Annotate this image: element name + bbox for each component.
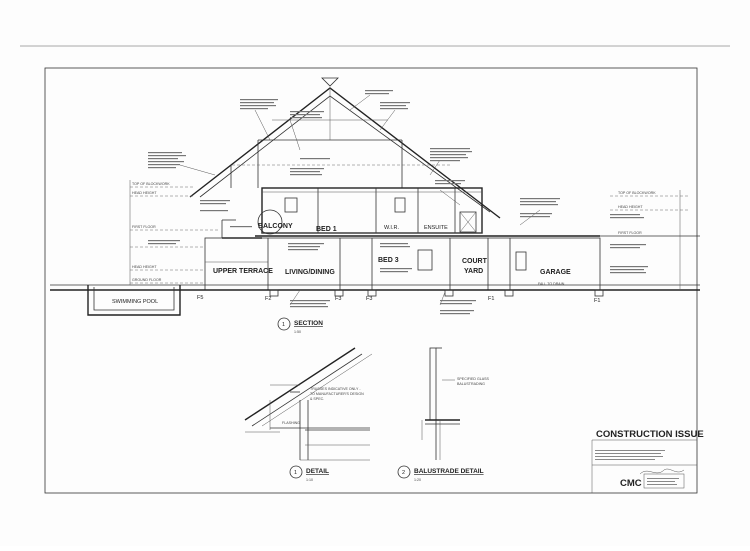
construction-issue-stamp: CONSTRUCTION ISSUE [596,429,704,440]
room-bed1: BED 1 [316,226,337,233]
balustrade-title: BALUSTRADE DETAIL [414,468,484,475]
detail-title: DETAIL [306,468,329,475]
level-ground-floor: GROUND FLOOR [132,278,162,282]
section-title: SECTION [294,320,323,327]
footing-tag-1: F5 [197,295,203,301]
footing-tag-2: F2 [265,296,271,302]
first-floor [255,187,600,237]
balustrade-note-2: BALUSTRADING [457,382,485,386]
room-wir: W.I.R. [384,225,399,231]
footing-tag-6: F1 [594,298,600,304]
level-garage-floor: FALL TO DRAIN [538,282,565,286]
eave-detail [244,347,373,461]
sheet-border [44,67,698,494]
balustrade-marker-number: 2 [402,470,405,476]
detail-flashing-note: FLASHING [282,421,300,425]
room-garage: GARAGE [540,269,571,276]
room-ensuite: ENSUITE [424,225,448,231]
room-court: COURT [462,258,488,265]
annotation-leaders [179,94,541,306]
footing-tag-4: F3 [366,296,372,302]
section-marker-number: 1 [282,322,285,328]
detail-marker [289,465,303,479]
balustrade-note-1: SPECIFIED GLASS [457,377,490,381]
level-head-height-ground: HEAD HEIGHT [132,265,157,269]
detail-note-3: & SPEC. [310,397,324,401]
room-yard: YARD [464,268,483,275]
note-blocks [148,90,665,460]
footing-tag-5: F1 [488,296,494,302]
footing-tag-3: F3 [335,296,341,302]
level-top-blockwork-left: TOP OF BLOCKWORK [132,182,170,186]
detail-scale: 1:10 [306,478,313,482]
balustrade-detail [421,347,460,460]
room-balcony: BALCONY [258,223,293,230]
room-swimming-pool: SWIMMING POOL [112,299,158,305]
level-head-height-right: HEAD HEIGHT [618,205,643,209]
detail-note-1: TRUSSES INDICATIVE ONLY - [310,387,361,391]
firm-logo: CMC [620,478,642,489]
roof-apex-marker [321,77,339,87]
room-living-dining: LIVING/DINING [285,269,335,276]
roof [189,77,501,219]
level-first-floor-left: FIRST FLOOR [132,225,156,229]
balustrade-scale: 1:20 [414,478,421,482]
room-upper-terrace: UPPER TERRACE [213,268,273,275]
swimming-pool [87,285,181,316]
section-scale: 1:50 [294,330,301,334]
level-lines [129,180,690,290]
level-top-blockwork-right: TOP OF BLOCKWORK [618,191,656,195]
detail-note-2: TO MANUFACTURER'S DESIGN [310,392,364,396]
room-bed3: BED 3 [378,257,399,264]
detail-marker-number: 1 [294,470,297,476]
balustrade-marker [397,465,411,479]
footings [269,289,604,297]
title-block [591,439,697,493]
level-head-height-left: HEAD HEIGHT [132,191,157,195]
section-marker [277,317,291,331]
level-first-floor-right: FIRST FLOOR [618,231,642,235]
